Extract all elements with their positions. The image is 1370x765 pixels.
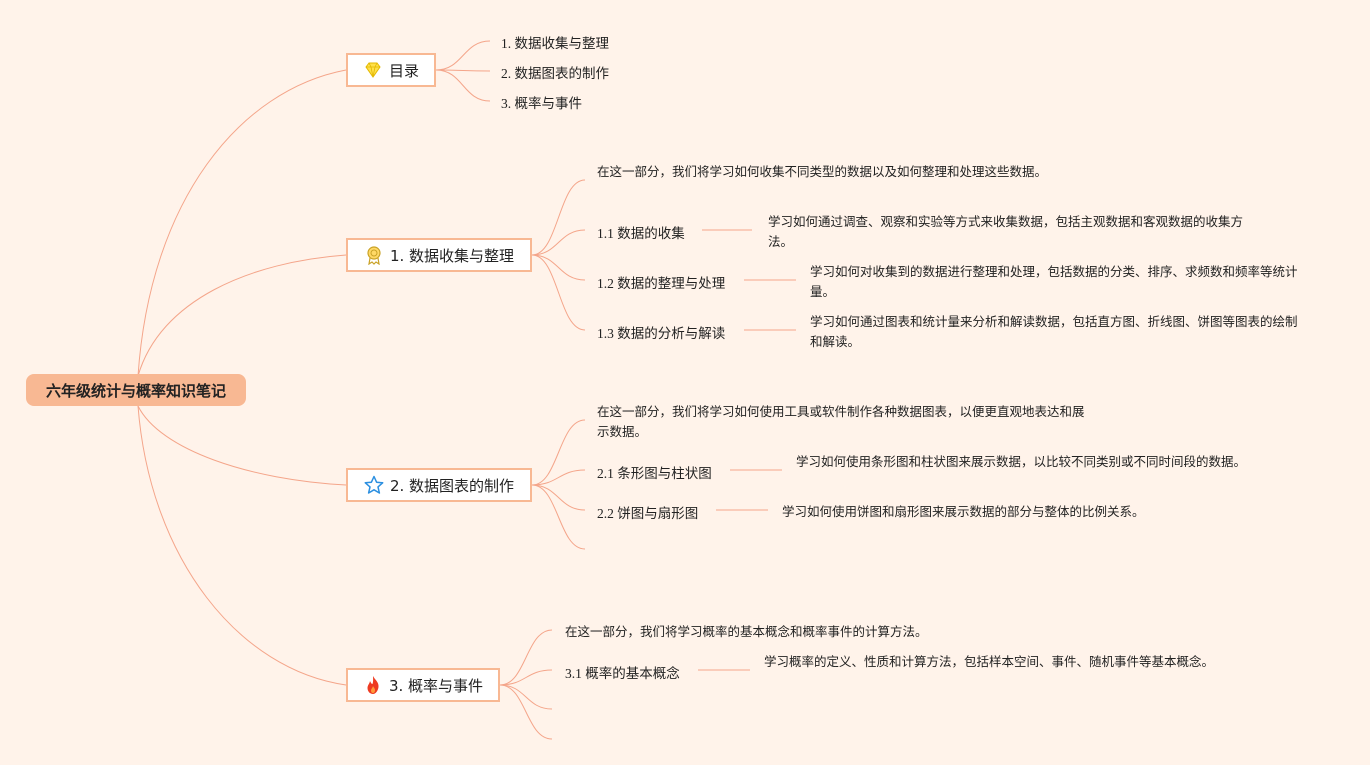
diamond-icon (363, 60, 383, 80)
link-section-1-sub-2 (531, 254, 586, 281)
link-section-2-intro (531, 419, 586, 486)
section-1-sub-3-desc: 学习如何通过图表和统计量来分析和解读数据，包括直方图、折线图、饼图等图表的绘制和… (810, 314, 1298, 349)
star-icon (364, 475, 384, 495)
topic-section-2[interactable]: 2. 数据图表的制作 (346, 468, 532, 502)
section-2-sub-2-desc: 学习如何使用饼图和扇形图来展示数据的部分与整体的比例关系。 (782, 504, 1145, 519)
link-section-1-sub-3 (531, 254, 586, 331)
link-root-section-2 (137, 405, 347, 486)
link-toc-item-3 (435, 69, 491, 102)
section-1-sub-3[interactable]: 1.3 数据的分析与解读 (597, 326, 726, 341)
link-section-3-sub-1 (499, 669, 553, 686)
topic-section-2-label: 2. 数据图表的制作 (389, 476, 515, 495)
toc-item-2[interactable]: 2. 数据图表的制作 (501, 66, 609, 81)
section-3-sub-1[interactable]: 3.1 概率的基本概念 (565, 666, 680, 681)
section-1-sub-2-desc: 学习如何对收集到的数据进行整理和处理，包括数据的分类、排序、求频数和频率等统计量… (810, 264, 1298, 299)
topic-section-1-label: 1. 数据收集与整理 (389, 246, 515, 265)
topic-toc[interactable]: 目录 (346, 53, 436, 87)
link-toc-item-1 (435, 40, 491, 71)
link-section-3-empty-1 (499, 684, 553, 710)
fire-icon (363, 675, 383, 695)
section-3-sub-1-desc: 学习概率的定义、性质和计算方法，包括样本空间、事件、随机事件等基本概念。 (764, 654, 1215, 669)
link-root-section-3 (137, 405, 347, 686)
section-2-sub-2[interactable]: 2.2 饼图与扇形图 (597, 506, 699, 521)
section-2-intro: 在这一部分，我们将学习如何使用工具或软件制作各种数据图表，以便更直观地表达和展示… (597, 404, 1085, 439)
link-toc-item-2 (435, 69, 491, 72)
toc-item-3[interactable]: 3. 概率与事件 (501, 96, 582, 111)
link-section-3-empty-2 (499, 684, 553, 740)
section-1-intro: 在这一部分，我们将学习如何收集不同类型的数据以及如何整理和处理这些数据。 (597, 164, 1048, 179)
topic-section-3[interactable]: 3. 概率与事件 (346, 668, 500, 702)
root-topic[interactable]: 六年级统计与概率知识笔记 (26, 374, 246, 406)
topic-section-3-label: 3. 概率与事件 (388, 676, 484, 695)
section-2-sub-1-desc: 学习如何使用条形图和柱状图来展示数据，以比较不同类别或不同时间段的数据。 (796, 454, 1247, 469)
topic-toc-label: 目录 (388, 61, 419, 80)
section-1-sub-1[interactable]: 1.1 数据的收集 (597, 226, 685, 241)
link-root-toc (137, 69, 347, 377)
topic-section-1[interactable]: 1. 数据收集与整理 (346, 238, 532, 272)
link-section-2-empty (531, 484, 586, 550)
section-3-intro: 在这一部分，我们将学习概率的基本概念和概率事件的计算方法。 (565, 624, 928, 639)
link-section-1-sub-1 (531, 229, 586, 256)
toc-item-1[interactable]: 1. 数据收集与整理 (501, 36, 609, 51)
link-section-1-intro (531, 179, 586, 256)
section-2-sub-1[interactable]: 2.1 条形图与柱状图 (597, 466, 712, 481)
link-section-2-sub-2 (531, 484, 586, 511)
section-1-sub-1-desc: 学习如何通过调查、观察和实验等方式来收集数据，包括主观数据和客观数据的收集方法。 (768, 214, 1244, 249)
medal-icon (364, 245, 384, 265)
link-root-section-1 (137, 254, 347, 377)
link-section-2-sub-1 (531, 469, 586, 486)
section-1-sub-2[interactable]: 1.2 数据的整理与处理 (597, 276, 726, 291)
link-section-3-intro (499, 629, 553, 686)
